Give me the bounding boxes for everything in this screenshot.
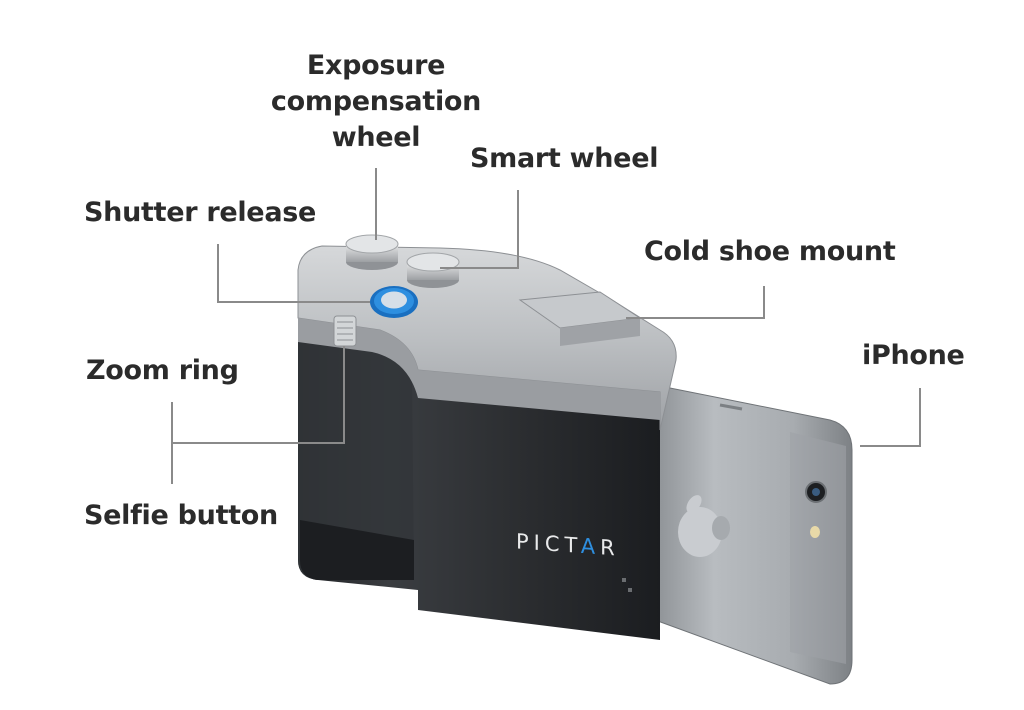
product-logo-right: R	[600, 535, 620, 561]
leader-zoom-selfie-link	[172, 346, 345, 444]
product-logo-left: PICT	[516, 529, 581, 558]
smart-wheel	[406, 252, 460, 288]
iphone-device	[654, 384, 853, 685]
shutter-button	[370, 286, 418, 318]
leader-lines	[171, 168, 921, 484]
leader-shutter	[217, 244, 370, 303]
label-smart-wheel: Smart wheel	[470, 143, 659, 174]
exposure-wheel	[345, 234, 399, 270]
iphone-flash	[810, 526, 820, 538]
apple-logo-icon	[678, 495, 730, 557]
label-zoom-ring: Zoom ring	[86, 355, 239, 386]
leader-cold-shoe	[626, 286, 765, 319]
label-exposure-line1: Exposure	[306, 50, 446, 81]
leader-iphone	[860, 388, 921, 447]
leader-smart-wheel	[440, 190, 519, 269]
label-exposure-line3: wheel	[331, 122, 421, 153]
product-logo-mark: A	[580, 533, 601, 560]
label-exposure-line2: compensation	[270, 86, 482, 117]
label-selfie-button: Selfie button	[84, 500, 278, 531]
label-cold-shoe-mount: Cold shoe mount	[644, 236, 896, 267]
label-exposure-wheel: Exposure compensation wheel	[270, 48, 482, 156]
label-shutter-release: Shutter release	[84, 197, 317, 228]
zoom-ring-control	[333, 315, 357, 347]
label-iphone: iPhone	[862, 340, 965, 371]
